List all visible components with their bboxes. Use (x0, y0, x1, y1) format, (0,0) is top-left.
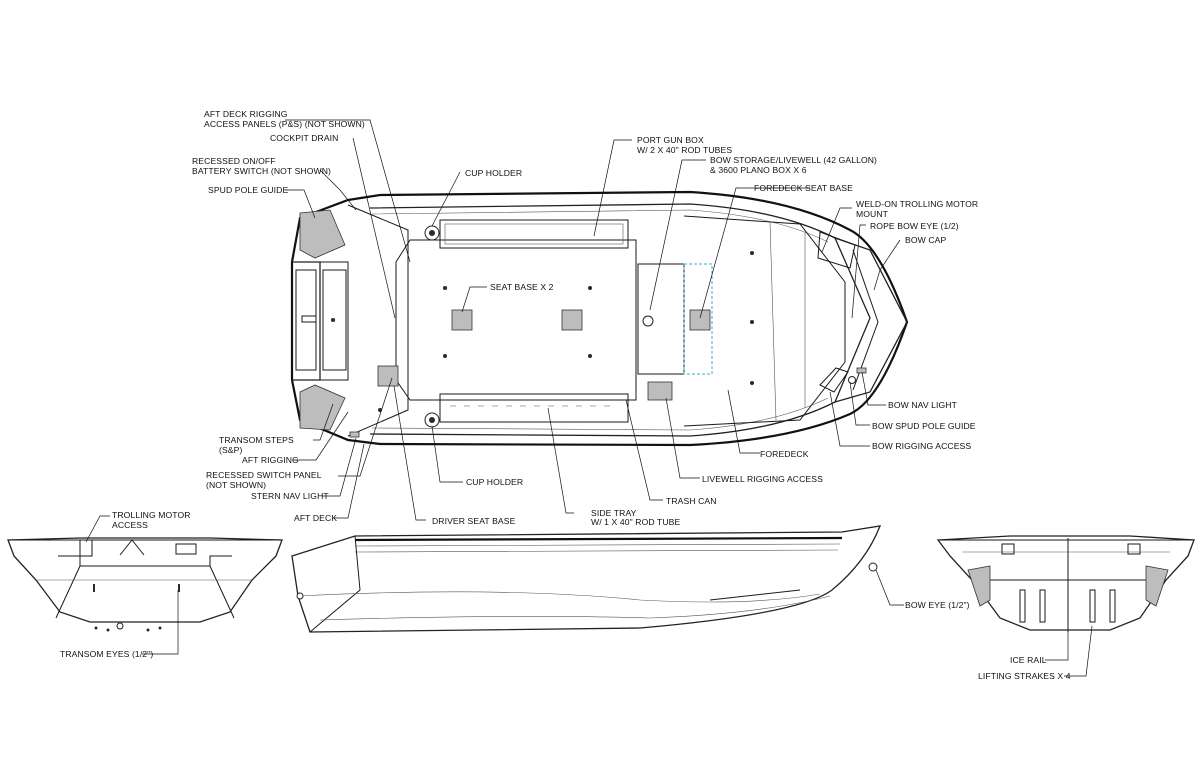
label-cup-holder-top: CUP HOLDER (465, 168, 522, 178)
label-foredeck-seat-base: FOREDECK SEAT BASE (754, 183, 853, 193)
label-trolling-mount-2: MOUNT (856, 209, 889, 219)
label-side-tray-2: W/ 1 X 40" ROD TUBE (591, 517, 680, 527)
side-view (291, 525, 882, 633)
label-bow-nav-light: BOW NAV LIGHT (888, 400, 958, 410)
label-side-tray-1: SIDE TRAY (591, 508, 637, 518)
leader-lines (85, 119, 1093, 677)
label-aft-deck-rigging-1: AFT DECK RIGGING (204, 109, 288, 119)
label-trolling-mount-1: WELD-ON TROLLING MOTOR (856, 199, 978, 209)
label-recessed-battery-1: RECESSED ON/OFF (192, 156, 276, 166)
label-cockpit-drain: COCKPIT DRAIN (270, 133, 338, 143)
label-driver-seat-base: DRIVER SEAT BASE (432, 516, 516, 526)
label-lifting-strakes: LIFTING STRAKES X 4 (978, 671, 1071, 681)
label-bow-cap: BOW CAP (905, 235, 946, 245)
label-bow-rigging-access: BOW RIGGING ACCESS (872, 441, 971, 451)
label-spud-pole-guide: SPUD POLE GUIDE (208, 185, 288, 195)
label-recessed-battery-2: BATTERY SWITCH (NOT SHOWN) (192, 166, 331, 176)
label-aft-deck-rigging-2: ACCESS PANELS (P&S) (NOT SHOWN) (204, 119, 365, 129)
label-transom-steps-2: (S&P) (219, 445, 242, 455)
label-transom-eyes: TRANSOM EYES (1/2") (60, 649, 153, 659)
bow-view (936, 535, 1195, 632)
label-recessed-switch-2: (NOT SHOWN) (206, 480, 266, 490)
label-cup-holder-bottom: CUP HOLDER (466, 477, 523, 487)
label-aft-deck: AFT DECK (294, 513, 337, 523)
label-transom-steps-1: TRANSOM STEPS (219, 435, 294, 445)
label-port-gun-box-2: W/ 2 X 40" ROD TUBES (637, 145, 732, 155)
top-view-hull (290, 190, 909, 447)
label-port-gun-box-1: PORT GUN BOX (637, 135, 704, 145)
label-bow-storage-2: & 3600 PLANO BOX X 6 (710, 165, 807, 175)
label-bow-storage-1: BOW STORAGE/LIVEWELL (42 GALLON) (710, 155, 877, 165)
callout-labels: AFT DECK RIGGING ACCESS PANELS (P&S) (NO… (60, 109, 1071, 681)
label-bow-spud-pole-guide: BOW SPUD POLE GUIDE (872, 421, 976, 431)
label-ice-rail: ICE RAIL (1010, 655, 1047, 665)
label-livewell-rigging-access: LIVEWELL RIGGING ACCESS (702, 474, 823, 484)
label-foredeck: FOREDECK (760, 449, 809, 459)
label-recessed-switch-1: RECESSED SWITCH PANEL (206, 470, 322, 480)
label-rope-bow-eye: ROPE BOW EYE (1/2) (870, 221, 959, 231)
label-seat-base: SEAT BASE X 2 (490, 282, 554, 292)
stern-view (7, 537, 283, 632)
label-aft-rigging: AFT RIGGING (242, 455, 299, 465)
label-trash-can: TRASH CAN (666, 496, 717, 506)
label-stern-nav-light: STERN NAV LIGHT (251, 491, 329, 501)
label-bow-eye: BOW EYE (1/2") (905, 600, 970, 610)
label-trolling-access-1: TROLLING MOTOR (112, 510, 191, 520)
label-trolling-access-2: ACCESS (112, 520, 148, 530)
